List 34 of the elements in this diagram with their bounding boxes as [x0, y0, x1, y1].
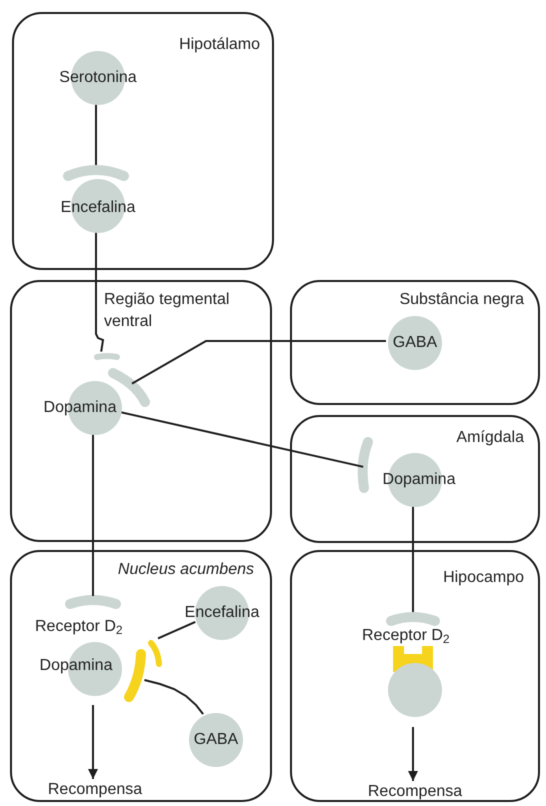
- brain-region-box: [10, 550, 272, 802]
- connector-line: [412, 505, 414, 612]
- outcome-label: Recompensa: [363, 781, 467, 803]
- region-heading: Nucleus acumbens: [116, 560, 254, 580]
- neurotransmitter-label: Dopamina: [40, 656, 112, 676]
- brain-region-box: [290, 280, 540, 405]
- brain-region-box: [290, 415, 540, 543]
- neurotransmitter-label: Encefalina: [184, 603, 260, 623]
- region-heading: Hipocampo: [442, 568, 524, 588]
- neurotransmitter-label: Serotonina: [59, 68, 137, 88]
- neurotransmitter-label: GABA: [392, 333, 438, 353]
- region-heading: Região tegmental ventral: [104, 290, 230, 332]
- brain-region-box: [10, 280, 272, 542]
- connector-line: [92, 433, 94, 596]
- outcome-label: Recompensa: [43, 779, 147, 801]
- connector-line: [158, 620, 196, 640]
- neurotransmitter-label: GABA: [194, 730, 238, 750]
- region-heading: Substância negra: [398, 290, 524, 310]
- receptor-label: Receptor D$_{2}$: [362, 626, 450, 647]
- neurotransmitter-label: Dopamina: [44, 398, 116, 418]
- connector-line: [144, 679, 204, 715]
- connector-line: [95, 231, 104, 352]
- receptor-label: Receptor D$_{2}$: [35, 617, 123, 638]
- arrow: [88, 705, 98, 779]
- region-heading: Amígdala: [455, 428, 524, 448]
- brain-region-box: [290, 550, 540, 802]
- arrow: [408, 727, 418, 781]
- connector-line: [119, 410, 364, 468]
- connector-line: [132, 340, 386, 384]
- connector-line: [95, 103, 97, 165]
- neurotransmitter-label: Encefalina: [60, 198, 136, 218]
- neurotransmitter-label: Dopamina: [382, 470, 456, 490]
- brain-region-box: [12, 12, 274, 270]
- region-heading: Hipotálamo: [178, 35, 260, 55]
